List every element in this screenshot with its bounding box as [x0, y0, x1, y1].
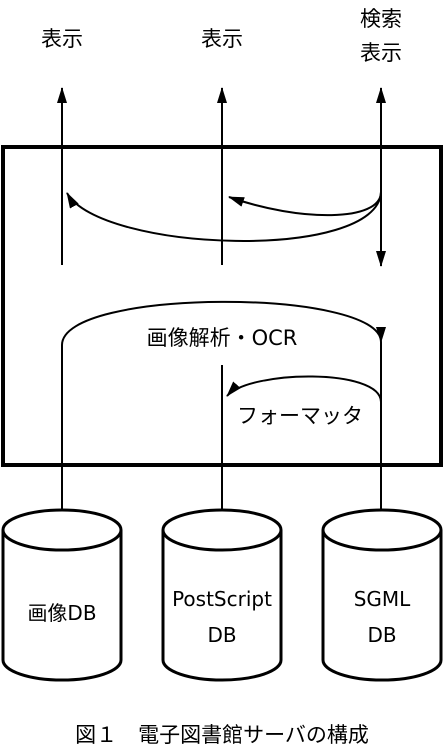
search-label-right: 検索 [360, 7, 402, 31]
figure-caption: 図１ 電子図書館サーバの構成 [75, 723, 369, 747]
display-label-right: 表示 [360, 41, 402, 65]
curve-image-analysis-ocr [61, 300, 386, 346]
formatter-label: フォーマッタ [237, 404, 363, 428]
database-label-sgml-line2: DB [367, 623, 396, 647]
database-cylinder-image: 画像DB [1, 508, 123, 682]
curve-formatter [226, 375, 382, 403]
database-cylinder-sgml: SGML DB [321, 508, 443, 682]
image-analysis-ocr-label: 画像解析・OCR [147, 326, 298, 350]
database-cylinder-postscript: PostScript DB [161, 508, 283, 682]
database-label-image: 画像DB [27, 601, 96, 625]
curve-search-to-middle [228, 191, 382, 217]
display-label-middle: 表示 [201, 27, 243, 51]
display-label-left: 表示 [41, 27, 83, 51]
database-label-sgml-line1: SGML [354, 587, 411, 611]
database-label-postscript-line2: DB [207, 623, 236, 647]
database-label-postscript-line1: PostScript [172, 587, 272, 611]
curve-search-to-left [66, 191, 382, 242]
